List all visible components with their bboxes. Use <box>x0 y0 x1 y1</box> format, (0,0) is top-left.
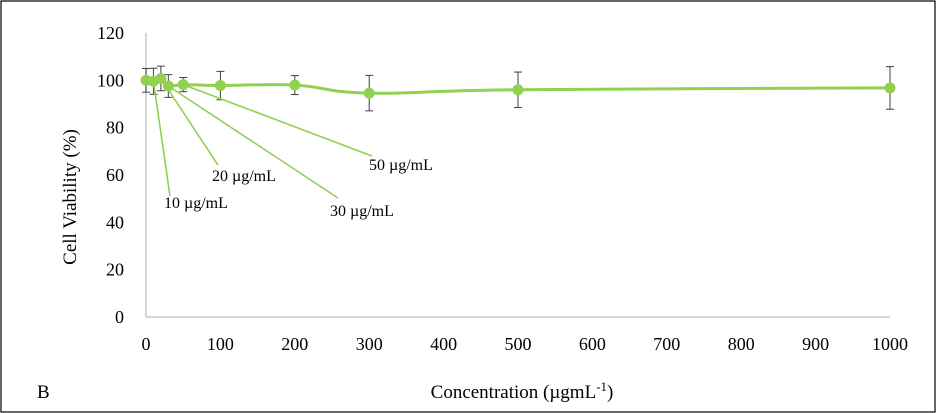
x-tick-label: 1000 <box>872 334 908 354</box>
annotation-leader-line <box>182 83 373 157</box>
x-tick-label: 200 <box>281 334 308 354</box>
panel-label: B <box>37 382 50 403</box>
annotation-label: 20 µg/mL <box>212 168 276 185</box>
annotation-label: 10 µg/mL <box>164 195 228 212</box>
annotation-label: 30 µg/mL <box>330 203 394 220</box>
x-tick-label: 500 <box>505 334 532 354</box>
data-point <box>214 80 226 92</box>
data-point <box>884 82 896 94</box>
x-tick-label: 700 <box>653 334 680 354</box>
x-axis-title: Concentration (µgmL-1) <box>431 379 614 404</box>
x-tick-label: 100 <box>207 334 234 354</box>
x-tick-label: 800 <box>728 334 755 354</box>
y-tick-label: 60 <box>106 165 124 185</box>
y-axis-title: Cell Viability (%) <box>60 129 81 265</box>
x-tick-label: 300 <box>356 334 383 354</box>
y-tick-label: 0 <box>115 307 124 327</box>
annotation-leader-line <box>152 81 171 197</box>
data-point <box>289 79 301 91</box>
annotation-label: 50 µg/mL <box>369 157 433 174</box>
x-tick-label: 600 <box>579 334 606 354</box>
data-point <box>363 87 375 99</box>
y-tick-label: 100 <box>97 70 124 90</box>
y-tick-label: 20 <box>106 260 124 280</box>
annotation-leader-line <box>167 85 339 199</box>
y-tick-label: 80 <box>106 118 124 138</box>
data-point <box>512 84 524 96</box>
x-tick-label: 900 <box>802 334 829 354</box>
x-tick-label: 0 <box>142 334 151 354</box>
y-tick-label: 120 <box>97 23 124 43</box>
annotation-leader-line <box>160 77 219 166</box>
x-tick-label: 400 <box>430 334 457 354</box>
y-tick-label: 40 <box>106 212 124 232</box>
